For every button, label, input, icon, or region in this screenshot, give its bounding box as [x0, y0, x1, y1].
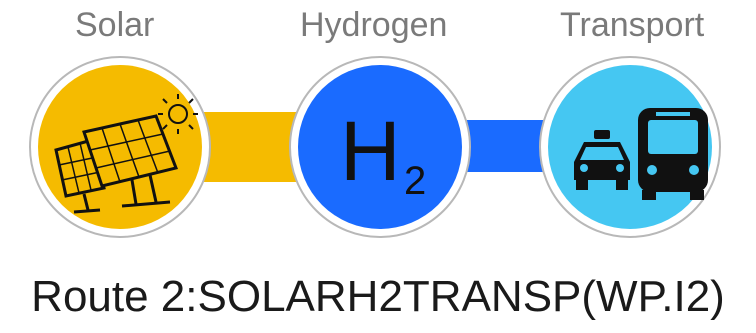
transport-node [539, 56, 721, 238]
hydrogen-symbol: H [340, 104, 401, 198]
hydrogen-node [289, 56, 471, 238]
hydrogen-label: Hydrogen [300, 6, 448, 44]
transport-label: Transport [560, 6, 705, 44]
route-caption: Route 2:SOLARH2TRANSP(WP.I2) [31, 272, 725, 321]
taxi-and-bus-icon [574, 108, 708, 200]
solar-panel-icon [54, 94, 198, 214]
solar-label: Solar [75, 6, 155, 44]
hydrogen-subscript: 2 [404, 159, 426, 203]
solar-node [29, 56, 211, 238]
